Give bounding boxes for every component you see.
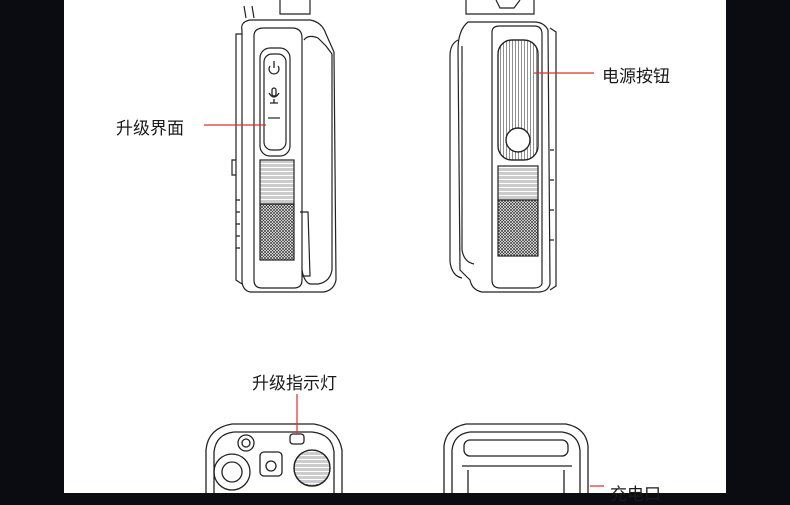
power-icon — [268, 61, 280, 75]
label-upgrade-indicator: 升级指示灯 — [252, 374, 337, 394]
bottom-view-radio — [443, 423, 589, 493]
radio-line-art — [204, 0, 604, 493]
label-upgrade-interface: 升级界面 — [116, 119, 184, 139]
product-diagram-canvas: 升级界面 电源按钮 升级指示灯 充电口 — [64, 0, 726, 505]
label-power-button: 电源按钮 — [602, 67, 670, 87]
top-view-radio — [205, 423, 343, 493]
left-radio-side-view — [231, 0, 337, 293]
microphone-icon — [268, 87, 280, 104]
right-radio-side-view — [449, 0, 557, 293]
